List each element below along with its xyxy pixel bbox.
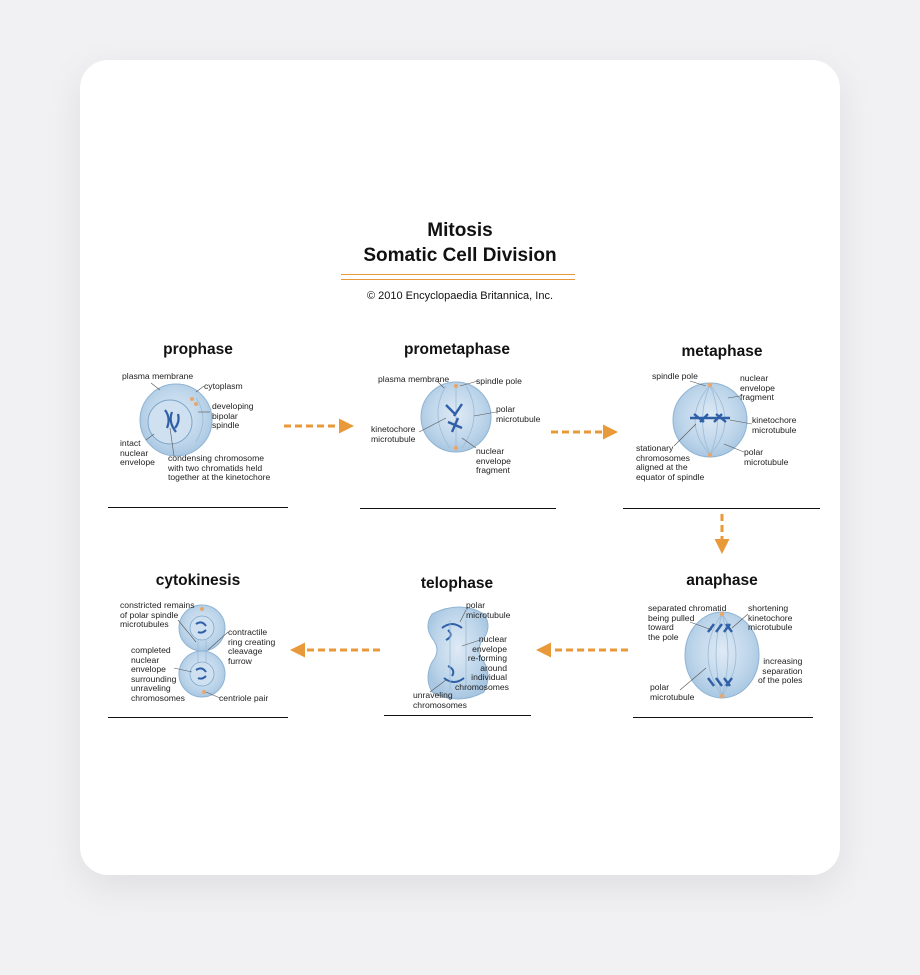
label-anaphase-polar: polar microtubule [650,682,695,702]
cell-prometaphase [418,380,497,453]
label-telophase-envelope: nuclear envelope re-forming around indiv… [455,634,509,692]
label-prophase-plasma-membrane: plasma membrane [122,371,194,381]
label-prometaphase-polar: polar microtubule [496,404,541,424]
card [80,60,840,875]
label-prometaphase-fragment: nuclear envelope fragment [476,446,511,476]
phase-title-prophase: prophase [163,341,233,358]
label-prophase-spindle: developing bipolar spindle [212,401,254,431]
label-anaphase-increasing: increasing separation of the poles [758,656,803,686]
label-prophase-chromosome: condensing chromosome with two chromatid… [168,453,271,483]
label-cytokinesis-remains: constricted remains of polar spindle mic… [120,600,195,630]
cell-anaphase [679,611,760,699]
baseline-prophase [108,507,288,508]
label-cytokinesis-completed: completed nuclear envelope surrounding u… [131,645,185,703]
label-metaphase-fragment: nuclear envelope fragment [740,373,775,403]
label-prophase-cytoplasm: cytoplasm [204,381,243,391]
phase-title-prometaphase: prometaphase [404,341,510,358]
baseline-metaphase [623,508,820,509]
copyright: © 2010 Encyclopaedia Britannica, Inc. [366,290,554,302]
label-prophase-envelope: intact nuclear envelope [120,438,155,468]
title-underline-top [341,274,575,275]
phase-title-anaphase: anaphase [686,572,758,589]
phase-title-telophase: telophase [420,575,494,592]
baseline-telophase [384,715,531,716]
phase-title-cytokinesis: cytokinesis [155,572,241,589]
phase-title-metaphase: metaphase [681,343,763,360]
label-metaphase-spindle-pole: spindle pole [652,371,698,381]
baseline-prometaphase [360,508,556,509]
cell-prophase [139,382,213,457]
label-metaphase-kinetochore: kinetochore microtubule [752,415,797,435]
baseline-anaphase [633,717,813,718]
baseline-cytokinesis [108,717,288,718]
label-anaphase-separated: separated chromatid being pulled toward … [648,603,727,642]
label-telophase-polar: polar microtubule [466,600,511,620]
arrows [284,418,730,658]
label-prometaphase-spindle-pole: spindle pole [476,376,522,386]
label-cytokinesis-centriole: centriole pair [219,693,269,703]
cell-metaphase [672,380,753,458]
label-metaphase-stationary: stationary chromosomes aligned at the eq… [636,443,705,482]
label-anaphase-shortening: shortening kinetochore microtubule [748,603,793,633]
title-line2: Somatic Cell Division [363,245,557,266]
label-prometaphase-plasma-membrane: plasma membrane [378,374,450,384]
cell-telophase [427,606,489,700]
label-metaphase-polar: polar microtubule [744,447,789,467]
label-prometaphase-kinetochore: kinetochore microtubule [371,424,416,444]
label-cytokinesis-ring: contractile ring creating cleavage furro… [228,627,276,666]
title-line1: Mitosis [427,220,493,241]
title-underline-bottom [341,279,575,280]
label-telophase-unraveling: unraveling chromosomes [413,690,467,710]
cell-cytokinesis [173,604,229,699]
